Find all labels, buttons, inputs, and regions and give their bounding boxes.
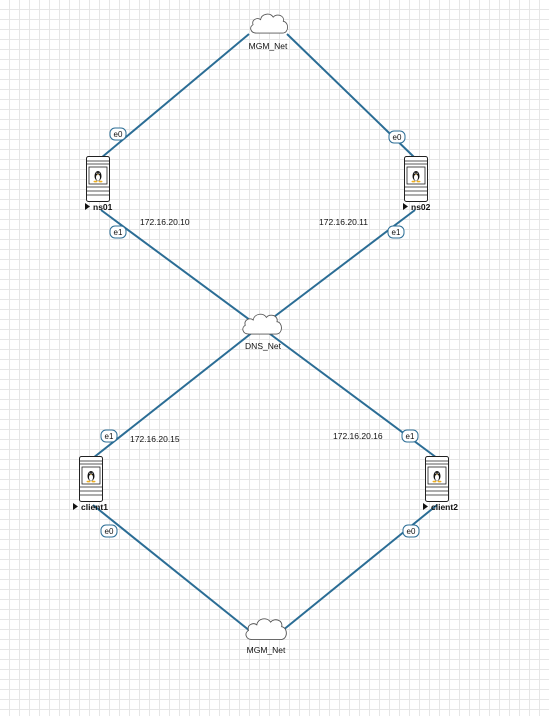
play-icon[interactable] (423, 503, 428, 510)
cloud-icon (250, 13, 289, 34)
ip-label-client1: 172.16.20.15 (130, 434, 180, 444)
svg-text:e1: e1 (392, 228, 401, 237)
play-icon[interactable] (403, 203, 408, 210)
svg-text:e0: e0 (105, 527, 114, 536)
ip-label-ns02: 172.16.20.11 (319, 217, 368, 227)
port-ns02-e1[interactable]: e1 (387, 225, 405, 239)
node-label: client2 (431, 502, 458, 512)
node-ns02[interactable]: ns02 (403, 156, 431, 213)
node-client1[interactable]: client1 (73, 456, 108, 513)
link-client1-dns[interactable] (92, 327, 259, 459)
svg-text:e0: e0 (114, 130, 123, 139)
svg-text:e0: e0 (393, 133, 402, 142)
play-icon[interactable] (73, 503, 78, 510)
node-client2[interactable]: client2 (423, 456, 458, 513)
network-dns[interactable]: DNS_Net (242, 313, 282, 351)
network-mgm-top[interactable]: MGM_Net (249, 13, 289, 51)
port-client2-e0[interactable]: e0 (402, 524, 420, 538)
svg-text:e1: e1 (114, 228, 123, 237)
svg-text:e0: e0 (407, 527, 416, 536)
node-ns01[interactable]: ns01 (85, 156, 113, 213)
network-label: MGM_Net (247, 645, 286, 655)
linux-server-icon (425, 456, 449, 502)
port-client2-e1[interactable]: e1 (401, 429, 419, 443)
node-label: ns02 (411, 202, 431, 212)
cloud-icon (245, 618, 287, 641)
port-client1-e1[interactable]: e1 (100, 429, 118, 443)
network-mgm-bottom[interactable]: MGM_Net (245, 618, 287, 655)
node-label: client1 (81, 502, 108, 512)
port-ns01-e1[interactable]: e1 (109, 225, 127, 239)
link-client1-mgm[interactable] (92, 504, 256, 636)
port-ns02-e0[interactable]: e0 (388, 130, 406, 144)
ip-label-ns01: 172.16.20.10 (140, 217, 190, 227)
network-label: MGM_Net (249, 41, 288, 51)
play-icon[interactable] (85, 203, 90, 210)
linux-server-icon (86, 156, 110, 202)
linux-server-icon (404, 156, 428, 202)
port-client1-e0[interactable]: e0 (100, 524, 118, 538)
port-ns01-e0[interactable]: e0 (109, 127, 127, 141)
svg-text:e1: e1 (406, 432, 415, 441)
node-label: ns01 (93, 202, 113, 212)
ip-label-client2: 172.16.20.16 (333, 431, 383, 441)
cloud-icon (242, 313, 282, 335)
linux-server-icon (79, 456, 103, 502)
network-label: DNS_Net (245, 341, 282, 351)
link-ns01-dns[interactable] (100, 209, 259, 327)
svg-text:e1: e1 (105, 432, 114, 441)
